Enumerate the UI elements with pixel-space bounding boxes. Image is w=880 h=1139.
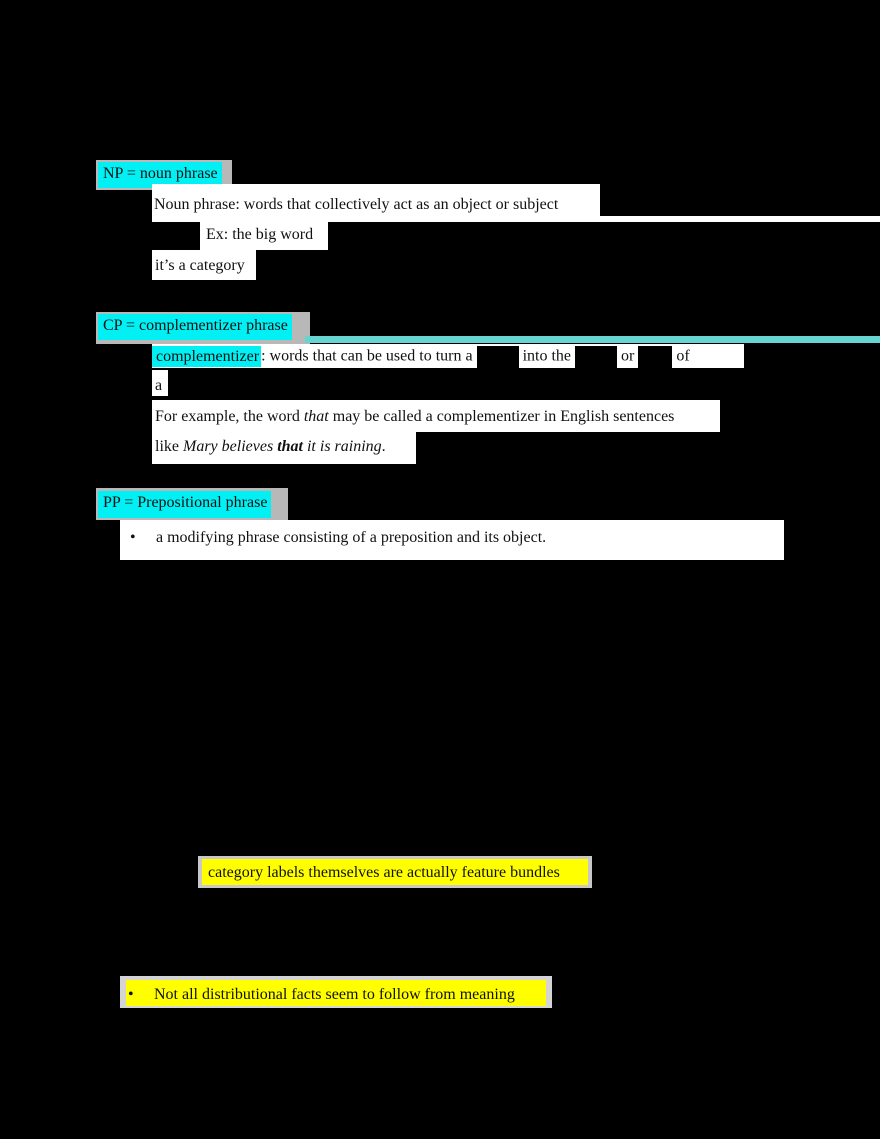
np-definition-band	[152, 184, 600, 218]
cp-definition-line2-band	[152, 370, 168, 396]
cp-example-band-2	[152, 432, 416, 464]
cp-example-line2: like Mary believes that it is raining.	[155, 438, 386, 455]
pp-heading: PP = Prepositional phrase	[98, 491, 272, 518]
cp-heading-text: CP = complementizer phrase	[103, 317, 288, 334]
distribution-bullet: •Not all distributional facts seem to fo…	[126, 980, 546, 1006]
page-strip	[152, 216, 880, 222]
cp-rule-line	[305, 336, 880, 343]
cp-definition-line2: a	[155, 377, 163, 394]
np-note-band	[152, 250, 256, 280]
cp-definition: complementizer: words that can be used t…	[152, 345, 690, 368]
pp-bullet-item: •a modifying phrase consisting of a prep…	[130, 529, 547, 546]
cp-term: complementizer	[152, 345, 262, 367]
np-heading: NP = noun phrase	[98, 162, 222, 188]
np-example: Ex: the big word	[206, 226, 314, 243]
bullet-icon: •	[128, 986, 134, 1003]
np-definition: Noun phrase: words that collectively act…	[154, 196, 559, 213]
cp-example-line1: For example, the word that may be called…	[155, 408, 675, 425]
redacted-word	[575, 346, 617, 368]
np-note: it’s a category	[155, 257, 245, 274]
bullet-icon: •	[130, 529, 136, 546]
np-heading-text: NP = noun phrase	[103, 165, 218, 182]
redacted-word	[638, 346, 673, 368]
feature-note: category labels themselves are actually …	[202, 859, 588, 885]
cp-example-band-1	[152, 400, 720, 432]
np-example-band	[200, 222, 328, 250]
redacted-word	[476, 346, 519, 368]
pp-heading-text: PP = Prepositional phrase	[103, 494, 268, 511]
pp-bullet-band	[120, 520, 784, 560]
cp-heading: CP = complementizer phrase	[98, 314, 292, 340]
